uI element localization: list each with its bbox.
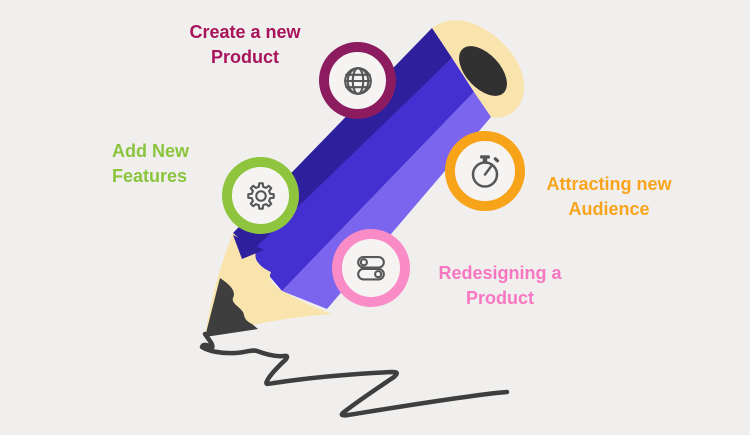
label-line: Audience: [568, 199, 650, 219]
toggles-icon: [357, 256, 385, 281]
pencil-face-notch: [233, 235, 264, 259]
label-attracting-audience: Attracting new Audience: [499, 172, 719, 222]
badge-attracting-audience: [445, 131, 525, 211]
label-line: Attracting new: [546, 174, 672, 194]
pencil-face-main: [250, 58, 474, 291]
label-line: Product: [465, 288, 534, 308]
label-line: Redesigning a: [438, 263, 562, 283]
pencil-core-end: [459, 46, 507, 96]
label-line: Product: [210, 47, 279, 67]
globe-icon: [343, 66, 372, 95]
gear-icon: [246, 181, 275, 210]
badge-add-features: [222, 157, 299, 234]
label-add-features: Add New Features: [112, 139, 252, 189]
pencil-graphite-tip: [205, 278, 258, 337]
scribble-line: [199, 331, 510, 418]
label-line: Features: [112, 166, 188, 186]
label-create-product: Create a new Product: [135, 20, 355, 70]
label-line: Add New: [112, 141, 190, 161]
badge-create-product: [319, 42, 396, 119]
badge-redesigning-product: [332, 229, 410, 307]
stopwatch-icon: [471, 155, 500, 188]
label-line: Create a new: [189, 22, 301, 42]
label-redesigning-product: Redesigning a Product: [390, 261, 610, 311]
